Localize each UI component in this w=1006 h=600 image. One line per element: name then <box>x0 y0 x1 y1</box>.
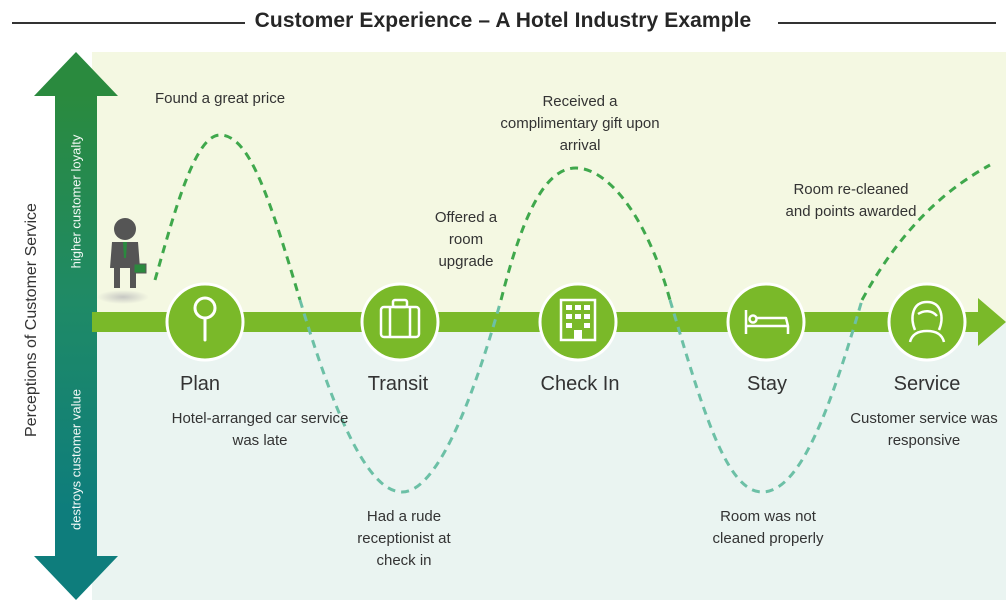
stage-node-transit <box>360 282 440 362</box>
stage-node-stay <box>726 282 806 362</box>
event-note-found-great-price: Found a great price <box>154 90 286 107</box>
event-note-car-service-late: Hotel-arranged car service was late <box>171 410 349 449</box>
map-pin-icon <box>193 296 217 342</box>
axis-top-label: higher customer loyalty <box>68 134 84 269</box>
experience-curve-negative <box>298 299 864 494</box>
stage-label-check-in: Check In <box>540 373 620 395</box>
event-note-room-upgrade: Offered a room upgrade <box>434 209 498 270</box>
suitcase-icon <box>379 298 421 339</box>
y-axis-title: Perceptions of Customer Service <box>23 203 40 437</box>
stage-label-stay: Stay <box>746 373 788 395</box>
experience-curve-positive <box>153 133 991 301</box>
diagram-title: Customer Experience – A Hotel Industry E… <box>0 9 1006 33</box>
stage-label-plan: Plan <box>179 373 221 395</box>
event-note-customer-service-responsive: Customer service was responsive <box>850 410 998 449</box>
negative-zone-background <box>92 322 1006 600</box>
traveler-figure <box>97 218 149 304</box>
title-rule-right <box>778 22 996 24</box>
event-note-rude-receptionist: Had a rude receptionist at check in <box>357 508 451 569</box>
stage-node-check-in <box>538 282 618 362</box>
event-note-complimentary-gift: Received a complimentary gift upon arriv… <box>500 93 660 154</box>
title-rule-left <box>12 22 260 24</box>
stage-node-service <box>887 282 967 362</box>
stage-label-service: Service <box>893 373 961 395</box>
event-note-room-recleaned: Room re-cleaned and points awarded <box>785 181 917 220</box>
bed-icon <box>744 310 790 334</box>
event-note-room-not-cleaned: Room was not cleaned properly <box>712 508 824 547</box>
perception-axis-arrow <box>34 52 118 600</box>
stage-node-plan <box>165 282 245 362</box>
person-icon <box>908 300 946 343</box>
stage-label-transit: Transit <box>367 373 429 395</box>
positive-zone-background <box>92 52 1006 322</box>
axis-bottom-label: destroys customer value <box>68 389 84 530</box>
hotel-building-icon <box>559 298 597 342</box>
